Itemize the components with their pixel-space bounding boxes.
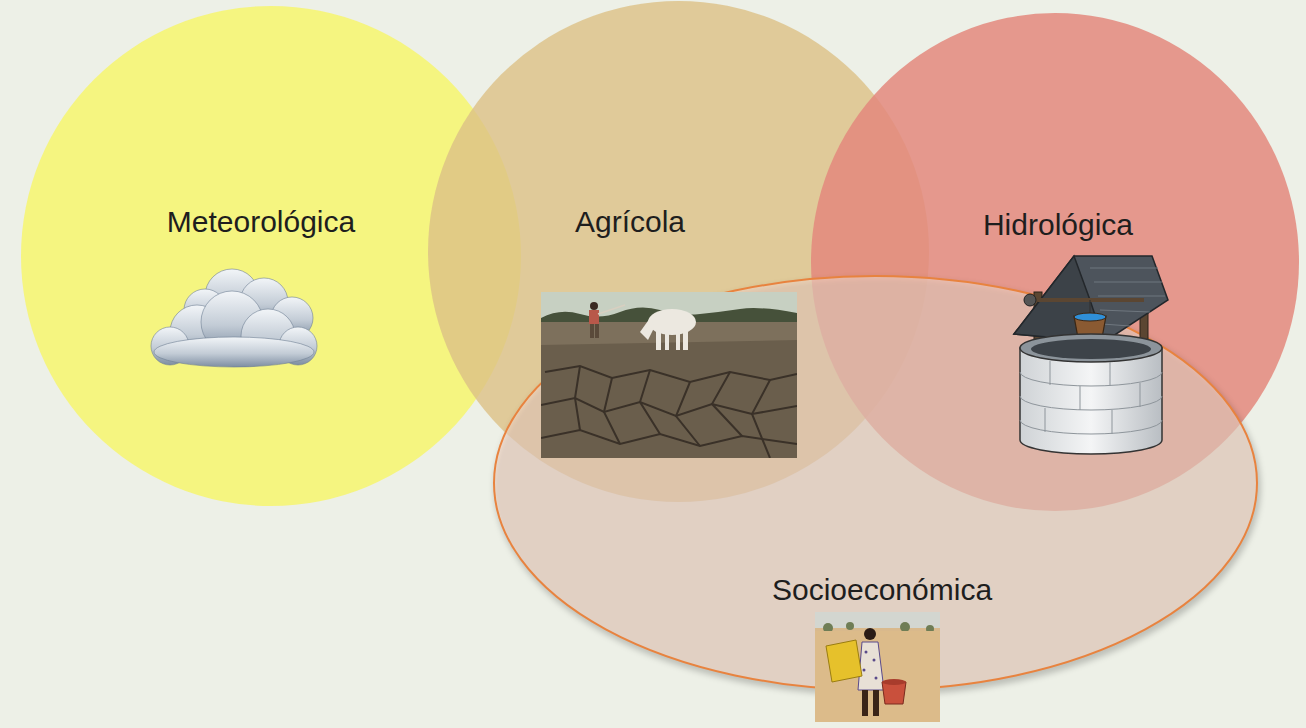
farmer-figure — [589, 302, 625, 338]
well-icon — [1014, 256, 1168, 454]
socioeconomic-ellipse: Socioeconómica — [493, 275, 1258, 691]
ellipse — [494, 276, 1257, 690]
node-label: Agrícola — [575, 205, 685, 240]
node-label: Hidrológica — [983, 208, 1133, 243]
cloud-icon — [151, 269, 317, 367]
cow-figure — [640, 309, 696, 350]
water-carrier-photo — [815, 612, 940, 722]
ellipse-outline — [493, 275, 1258, 691]
drought-field-photo — [541, 292, 797, 458]
node-label: Socioeconómica — [772, 573, 992, 608]
node-label: Meteorológica — [167, 205, 355, 240]
